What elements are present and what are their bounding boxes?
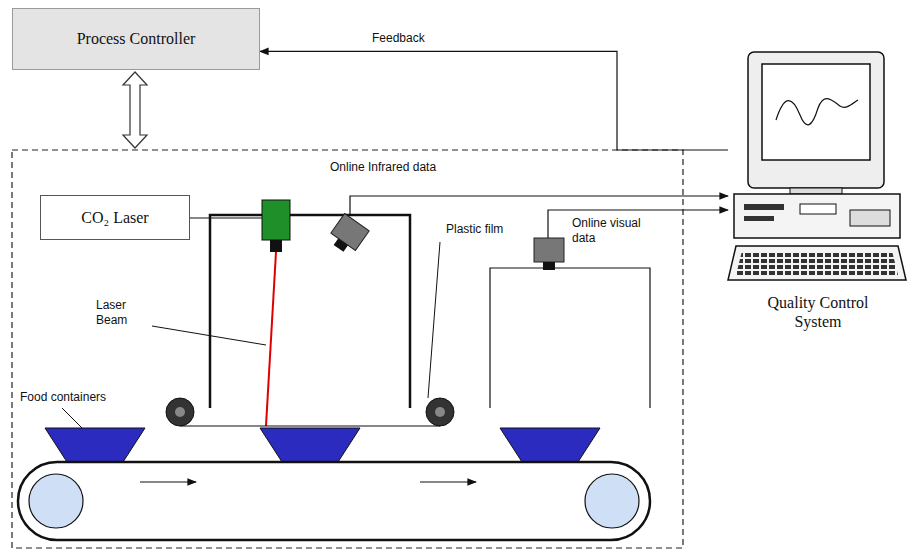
laser-nozzle — [270, 240, 282, 252]
film-roller — [426, 398, 454, 426]
laser-box: CO₂ Laser — [40, 195, 190, 240]
motion-arrow — [140, 481, 196, 482]
node-text: Quality Control System — [748, 293, 888, 331]
node-text: CO₂ Laser — [81, 208, 148, 227]
double-arrow — [123, 72, 147, 148]
visual-camera — [534, 238, 564, 262]
leader-line — [62, 408, 82, 428]
film-edge — [428, 242, 440, 398]
annotation-label: Online visual data — [572, 216, 642, 246]
film-roller — [166, 398, 194, 426]
annotation-label: Online Infrared data — [330, 160, 436, 175]
food-container — [45, 428, 145, 462]
roller-hub — [435, 407, 445, 417]
infrared-data-wire — [350, 196, 728, 214]
infrared-camera — [326, 214, 369, 257]
laser-beam — [266, 252, 276, 426]
roller-hub — [175, 407, 185, 417]
annotation-label: Laser Beam — [96, 298, 152, 328]
controller-box: Process Controller — [12, 8, 260, 70]
conveyor-wheel — [585, 474, 639, 528]
food-container — [500, 428, 600, 462]
annotation-label: Food containers — [20, 390, 106, 405]
laser-frame — [210, 215, 410, 408]
camera-lens — [543, 262, 555, 270]
node-text: Process Controller — [77, 29, 196, 48]
motion-arrow — [420, 481, 476, 482]
conveyor-wheel — [29, 474, 83, 528]
laser-cable — [190, 217, 262, 218]
feedback-connector — [260, 51, 728, 150]
vision-frame — [490, 268, 650, 408]
plastic-film — [180, 425, 440, 426]
leader-line — [152, 326, 266, 345]
annotation-label: Plastic film — [446, 222, 503, 237]
food-container — [260, 428, 360, 462]
computer-node: Quality Control System — [728, 50, 908, 335]
edge-label: Feedback — [370, 31, 427, 45]
conveyor-belt — [18, 462, 650, 540]
computer — [728, 52, 906, 280]
laser-head — [262, 200, 290, 240]
